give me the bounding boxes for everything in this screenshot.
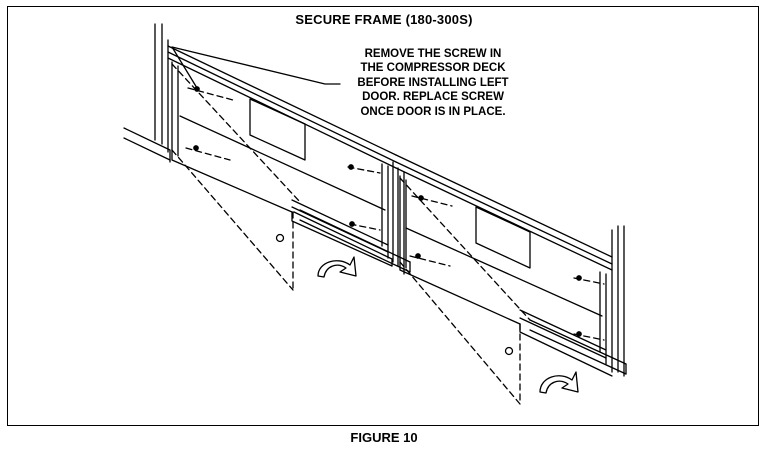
top-frame-rail xyxy=(167,45,613,271)
figure-title: SECURE FRAME (180-300S) xyxy=(295,12,473,27)
figure-caption: FIGURE 10 xyxy=(350,430,418,445)
right-door-outline xyxy=(399,177,605,405)
note-line: THE COMPRESSOR DECK xyxy=(360,62,506,75)
note-line: REMOVE THE SCREW IN xyxy=(364,48,502,60)
note-line: ONCE DOOR IS IN PLACE. xyxy=(360,105,506,118)
right-corner-post xyxy=(611,225,625,377)
figure-frame xyxy=(7,6,759,426)
rotate-arrow-right xyxy=(539,371,579,394)
note-line: BEFORE INSTALLING LEFT xyxy=(357,76,509,89)
right-door-handle xyxy=(504,346,514,356)
middle-post xyxy=(392,161,405,275)
right-frame-panel xyxy=(399,175,627,377)
left-corner-post xyxy=(154,23,169,153)
callout-leader xyxy=(171,46,341,89)
left-frame-panel xyxy=(171,61,411,273)
note-line: DOOR. REPLACE SCREW xyxy=(362,91,504,104)
callout-note: REMOVE THE SCREW IN THE COMPRESSOR DECK … xyxy=(318,47,548,119)
base-ledge-left xyxy=(123,127,171,163)
left-door-outline xyxy=(171,63,381,291)
left-door-handle xyxy=(275,233,285,243)
rotate-arrow-left xyxy=(317,256,357,278)
